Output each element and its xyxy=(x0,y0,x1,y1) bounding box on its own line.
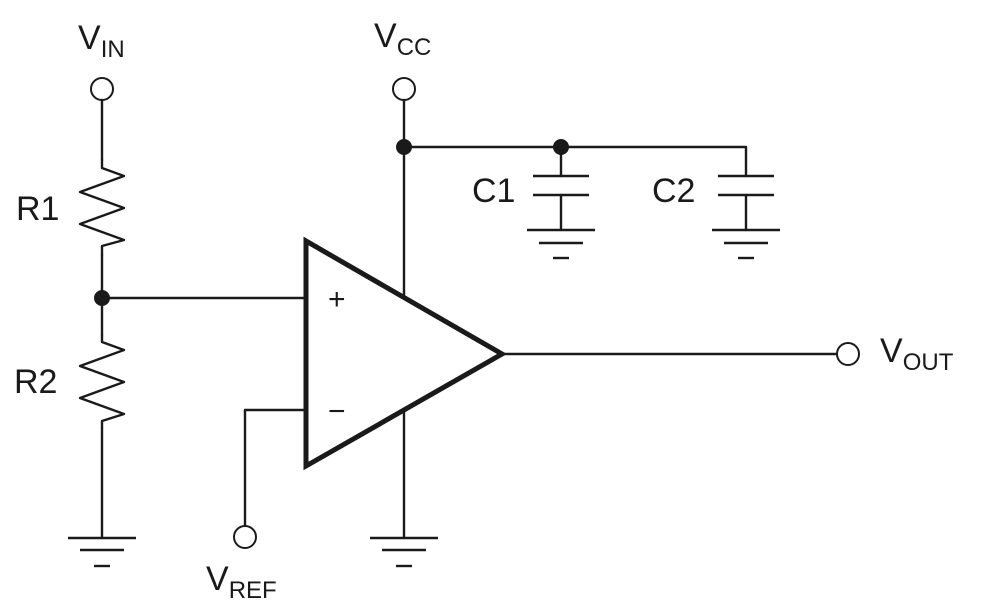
r2-ground-icon xyxy=(68,536,136,568)
r1-resistor-icon xyxy=(78,158,126,257)
c1-label: C1 xyxy=(472,172,515,210)
vin-label: VIN xyxy=(78,19,125,63)
plus-sign: + xyxy=(328,283,346,316)
opamp-ground-icon xyxy=(370,536,438,568)
vcc-label: VCC xyxy=(374,17,431,61)
vref-wire xyxy=(243,408,308,529)
c2-ground-icon xyxy=(712,228,780,260)
c2-label: C2 xyxy=(652,172,695,210)
c1-ground-icon xyxy=(527,228,595,260)
vref-terminal xyxy=(233,525,257,549)
bypass-bus-wire xyxy=(402,145,748,178)
vcc-terminal xyxy=(392,77,416,101)
r2-resistor-icon xyxy=(78,333,126,430)
r2-label: R2 xyxy=(14,363,57,401)
vout-label: VOUT xyxy=(880,332,954,376)
vin-terminal xyxy=(90,77,114,101)
vref-label: VREF xyxy=(206,560,277,604)
c2-capacitor-icon xyxy=(718,174,774,197)
vout-terminal xyxy=(836,342,860,366)
minus-sign: − xyxy=(328,395,346,428)
r1-label: R1 xyxy=(16,190,59,228)
c1-capacitor-icon xyxy=(533,174,589,197)
